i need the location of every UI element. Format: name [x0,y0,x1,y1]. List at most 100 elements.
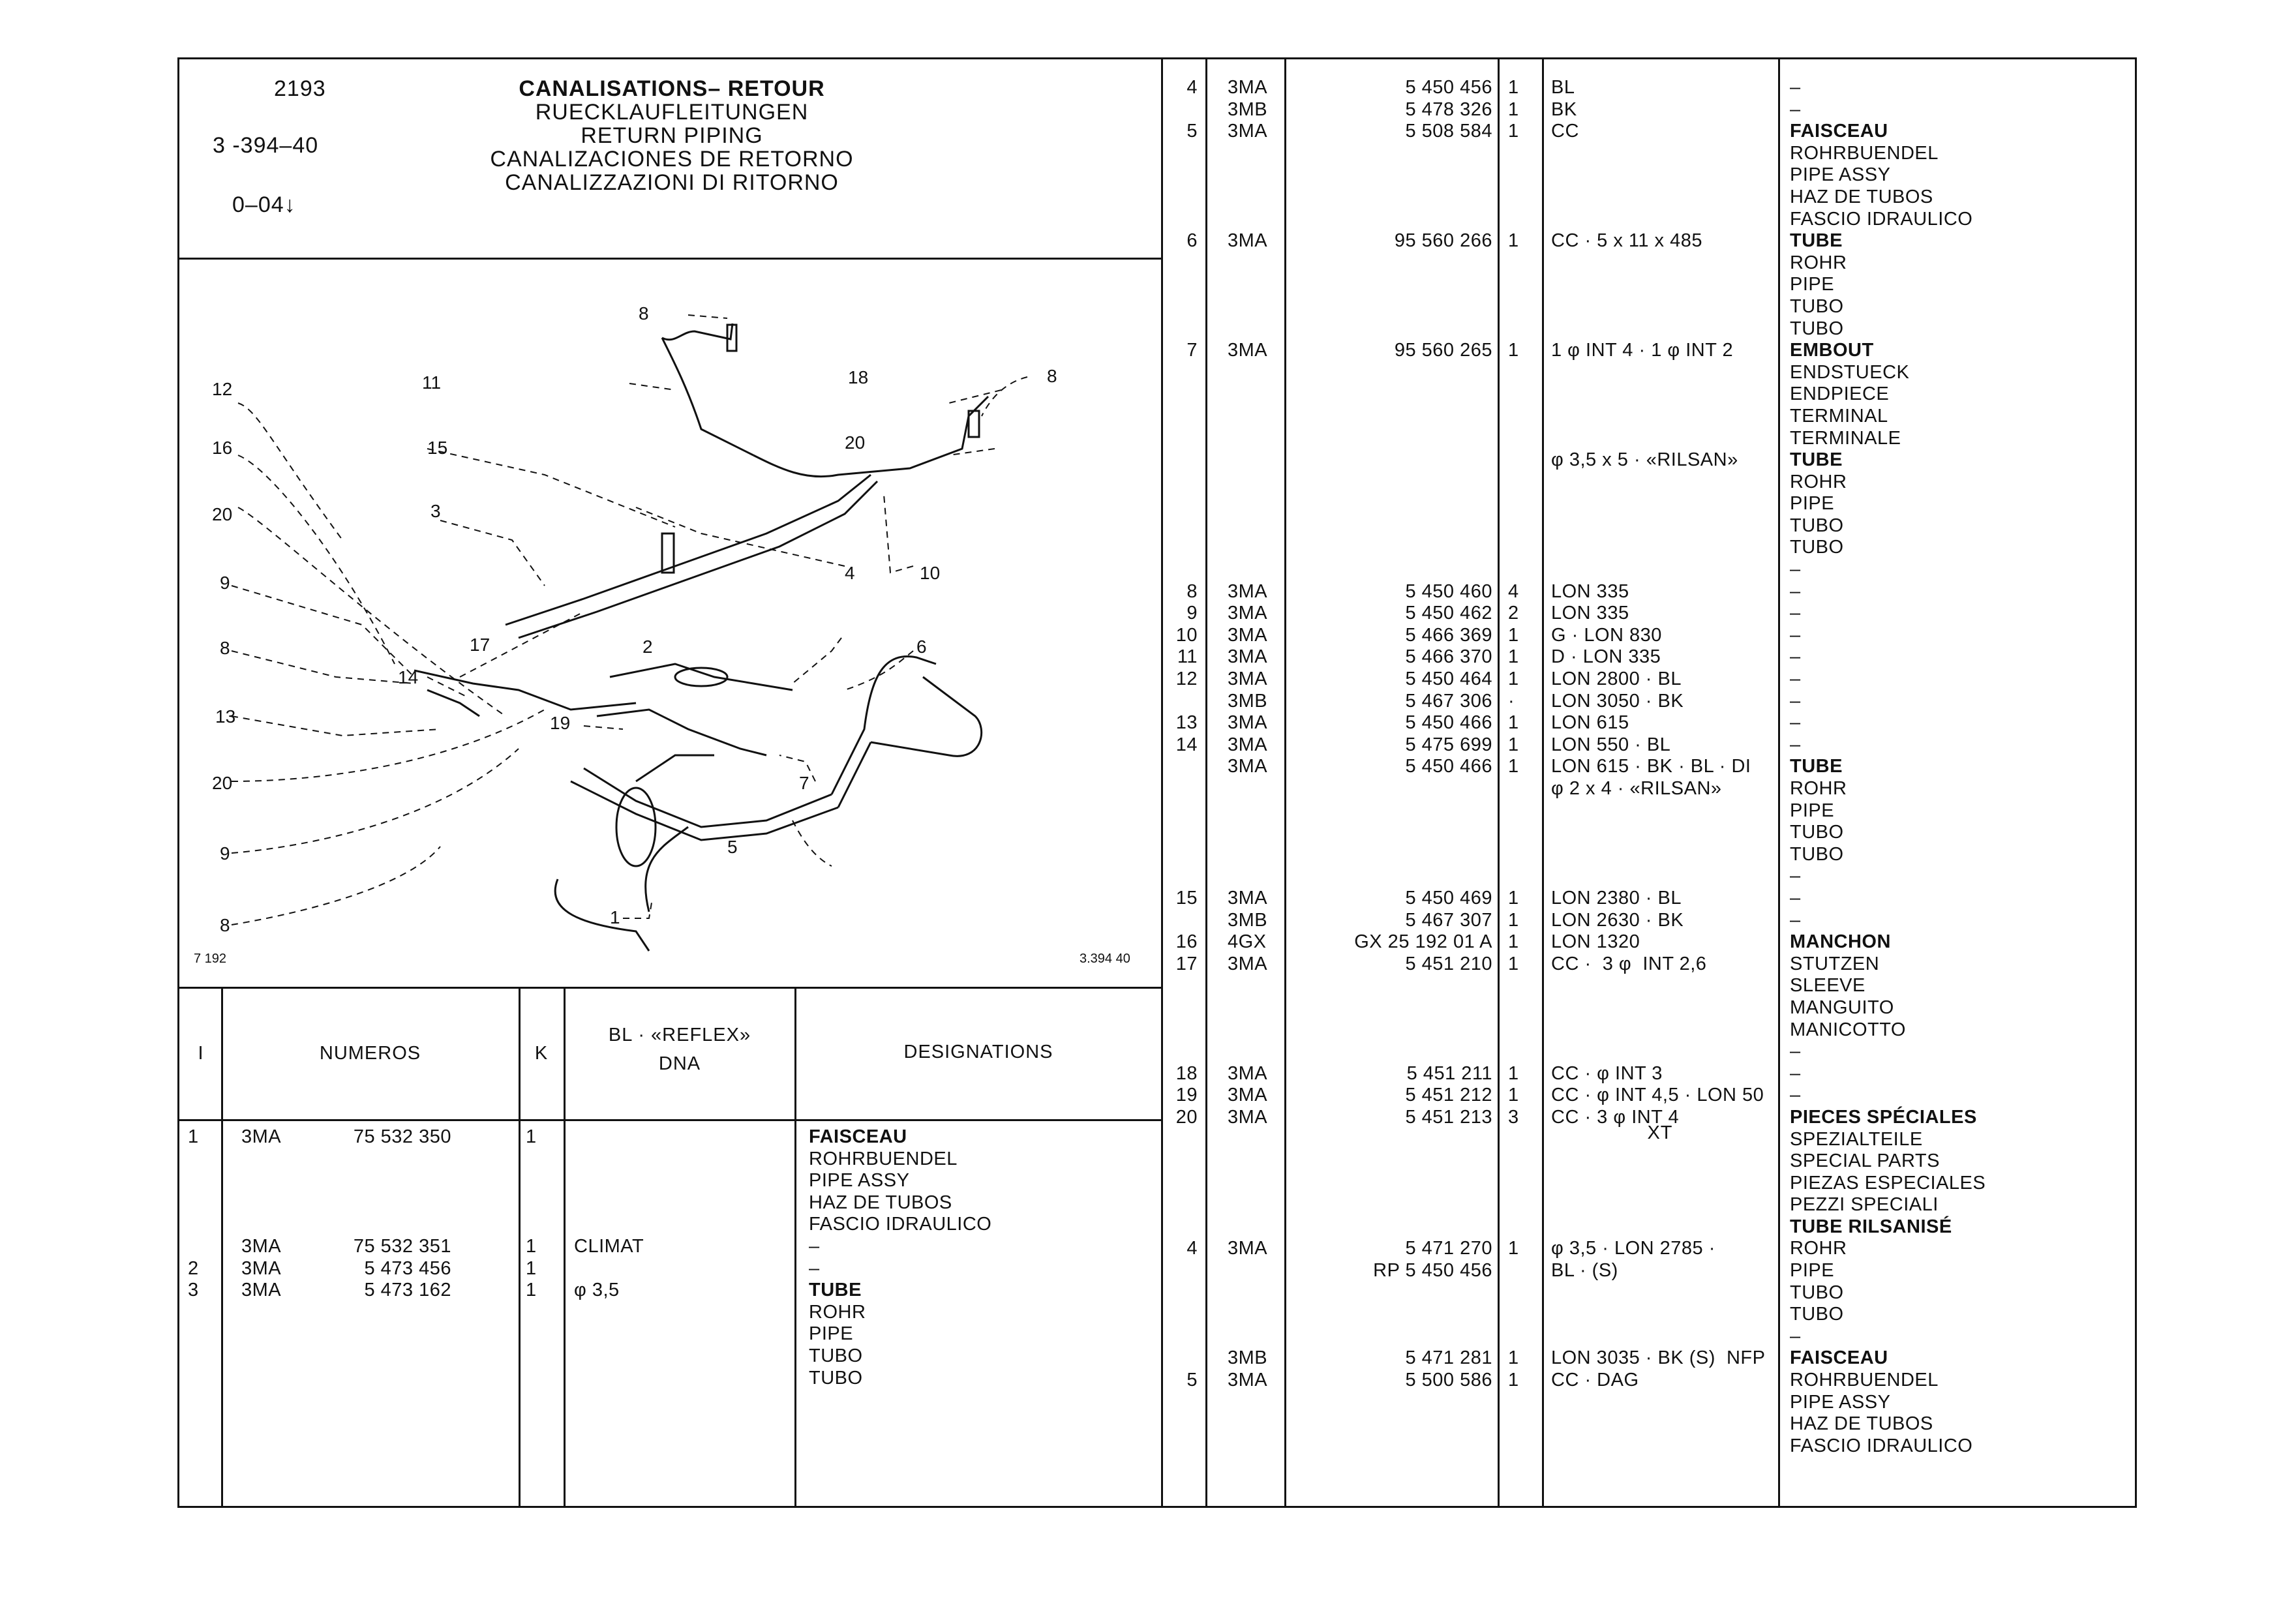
designation-line: – [1790,1325,1801,1347]
designation-line: FAISCEAU [1790,121,1888,142]
designation-line: – [1790,712,1801,734]
figure-right-code: 3.394 40 [1080,952,1130,966]
callout-8-mid: 8 [220,638,230,658]
callout-18: 18 [848,367,868,387]
left-col-k: 1 1 1 1 [526,1126,537,1301]
divider-table-head [177,1119,1162,1121]
designation-line: – [1790,668,1801,690]
page-code: 2193 [274,76,326,101]
exploded-view-diagram: 8 11 12 18 8 16 15 20 20 3 4 10 9 2 6 8 … [194,303,1130,966]
col-header-numeros: NUMEROS [319,1043,421,1064]
designation-line: – [809,1257,820,1279]
designation-line: – [1790,98,1801,120]
divider-right-idx [1205,57,1207,1508]
callout-13: 13 [215,706,235,727]
callout-4: 4 [845,563,855,583]
divider-left-des [794,987,796,1508]
designation-line: TUBO [1790,822,1844,843]
title-block: CANALISATIONS– RETOUR RUECKLAUFLEITUNGEN… [470,77,874,194]
title-fr: CANALISATIONS– RETOUR [519,76,825,101]
designation-line: TUBE [1790,230,1843,252]
designation-line: TUBE [1790,449,1843,471]
designation-line: TERMINALE [1790,427,1901,449]
designation-line: ROHR [1790,778,1847,799]
title-en: RETURN PIPING [581,123,763,148]
designation-line: – [1790,77,1801,98]
designation-line: – [1790,646,1801,668]
callout-8-bottom: 8 [220,915,230,935]
designation-line: ROHR [809,1301,866,1323]
designation-line: SLEEVE [1790,975,1865,997]
designation-line: FASCIO IDRAULICO [1790,1435,1973,1456]
divider-left-k [519,987,521,1508]
col-header-k: K [534,1043,549,1064]
figure-left-code: 7 192 [194,952,226,966]
designation-line: PIPE [1790,800,1835,821]
designation-line: STUTZEN [1790,953,1880,974]
designation-line: – [1790,1062,1801,1084]
designation-line: – [1790,580,1801,602]
divider-header [177,258,1162,260]
callout-10: 10 [920,563,940,583]
designation-line: FAISCEAU [809,1126,907,1147]
designation-line: – [1790,1041,1801,1062]
col-header-i: I [198,1043,204,1064]
rev-arrow-icon: ↓ [284,192,296,217]
callout-20-bottom: 20 [212,773,232,793]
designation-line: TUBE RILSANISÉ [1790,1216,1952,1237]
callout-19: 19 [550,713,570,733]
designation-line: PIPE ASSY [809,1170,910,1192]
designation-line: TUBO [1790,295,1844,317]
designation-line: TUBO [809,1345,863,1366]
callout-3: 3 [430,501,441,521]
callout-14: 14 [398,667,418,687]
divider-right-bl [1542,57,1544,1508]
designation-line: – [1790,909,1801,931]
callout-7: 7 [799,773,809,793]
designation-line: TUBO [1790,843,1844,865]
page-rev: 0–04↓ [232,193,296,217]
designation-line: PIEZAS ESPECIALES [1790,1172,1986,1194]
designation-line: MANGUITO [1790,997,1894,1018]
right-col-index: 4 5 6 7 8 9 10 11 12 13 14 15 16 17 18 1… [1175,77,1198,1391]
callout-2: 2 [642,637,653,657]
designation-line: – [1790,559,1801,580]
designation-line: – [1790,1085,1801,1106]
designation-line: TUBO [1790,515,1844,536]
designation-line: – [1790,734,1801,755]
designation-line: TUBO [1790,1282,1844,1303]
designation-line: SPEZIALTEILE [1790,1128,1923,1150]
right-col-bl: BL BK CC CC · 5 x 11 x 485 1 φ INT 4 · 1… [1551,77,1766,1391]
right-col-number: 5 450 456 5 478 326 5 508 584 95 560 266… [1354,77,1492,1391]
designation-line: – [1790,603,1801,624]
designation-line: PIPE [1790,274,1835,295]
callout-1: 1 [610,907,620,927]
designation-line: TUBE [809,1280,862,1301]
left-col-index: 1 2 3 [188,1126,199,1301]
rev-text: 0–04 [232,192,284,217]
page-frame [177,57,2137,1508]
callout-9-top: 9 [220,573,230,593]
left-col-group: 3MA 3MA 3MA 3MA [241,1126,282,1301]
col-header-bl-1: BL · «REFLEX» [608,1025,751,1045]
callout-16: 16 [212,438,232,458]
designation-line: FAISCEAU [1790,1347,1888,1369]
divider-main [1161,57,1163,1508]
designation-line: ROHR [1790,471,1847,492]
title-it: CANALIZZAZIONI DI RITORNO [505,170,839,195]
callout-20-right: 20 [845,432,865,453]
right-col-group: 3MA 3MB 3MA 3MA 3MA 3MA 3MA 3MA 3MA 3MA … [1228,77,1268,1391]
designation-line: HAZ DE TUBOS [1790,186,1933,207]
designation-line: HAZ DE TUBOS [1790,1413,1933,1435]
designation-line: PIECES SPÉCIALES [1790,1106,1977,1128]
callout-5: 5 [727,837,738,857]
designation-line: – [1790,865,1801,887]
callout-6: 6 [916,637,927,657]
designation-line: EMBOUT [1790,340,1874,361]
right-col-k: 1 1 1 1 1 4 2 1 1 1 · 1 1 1 1 1 1 1 1 1 … [1508,77,1519,1391]
right-xt-label: XT [1647,1122,1673,1143]
col-header-designations: DESIGNATIONS [903,1042,1053,1062]
designation-line: MANCHON [1790,931,1891,953]
